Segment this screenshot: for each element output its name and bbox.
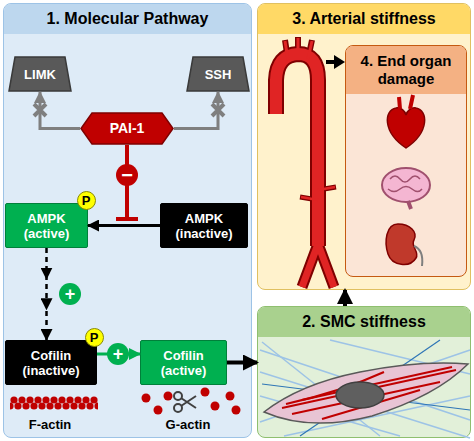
active-protein-box: Cofilin (active) [140, 340, 227, 385]
inactive-protein-box: Cofilin (inactive) [5, 340, 97, 385]
inactive-protein-box: AMPK (inactive) [160, 203, 248, 248]
phosphatase-trapezoid [187, 57, 249, 91]
panel-heading: 4. End organ damage [346, 46, 466, 94]
panel-heading: 2. SMC stiffness [258, 307, 470, 337]
arterial-panel: 3. Arterial stiffness 4. End organ damage [257, 3, 471, 290]
f-actin-chain [10, 396, 98, 410]
kinase-trapezoid: LIMK [8, 56, 72, 92]
kinase-trapezoid [9, 57, 71, 91]
g-actin [142, 394, 151, 403]
g-actin [201, 388, 210, 397]
brain-fold [388, 176, 422, 192]
g-actin [232, 406, 241, 415]
inhibitor-hexagon: PAI-1 [80, 112, 174, 145]
g-actin [154, 406, 163, 415]
brain-icon [382, 168, 430, 202]
nucleus [336, 382, 384, 408]
box-label: SSH [205, 67, 232, 82]
connector-arrow [343, 290, 347, 306]
inhibit-sign: − [116, 164, 138, 186]
g-actin [226, 392, 235, 401]
phospho-mark: P [85, 328, 104, 347]
box-label: PAI-1 [110, 121, 145, 136]
connector-arrow [88, 224, 160, 227]
kidney-icon [386, 224, 417, 264]
phospho-mark: P [77, 191, 96, 210]
box-label: LIMK [24, 67, 56, 82]
g-actin [164, 392, 173, 401]
g-actin [211, 402, 220, 411]
monomer-label: G-actin [153, 416, 223, 432]
active-protein-box: AMPK (active) [5, 203, 88, 248]
panel-heading: 3. Arterial stiffness [258, 4, 470, 34]
filament-label: F-actin [15, 416, 85, 432]
box-label: AMPK (active) [8, 211, 85, 241]
phosphatase-trapezoid: SSH [186, 56, 250, 92]
connector-arrow [227, 361, 257, 365]
box-label: Cofilin (active) [143, 348, 224, 378]
inhibitor-hexagon [81, 113, 173, 144]
activate-sign: + [59, 283, 81, 305]
activate-sign: + [107, 343, 129, 365]
box-label: Cofilin (inactive) [8, 348, 94, 378]
box-label: AMPK (inactive) [163, 211, 245, 241]
panel-heading: 1. Molecular Pathway [4, 4, 251, 34]
brain-stem [408, 201, 411, 209]
